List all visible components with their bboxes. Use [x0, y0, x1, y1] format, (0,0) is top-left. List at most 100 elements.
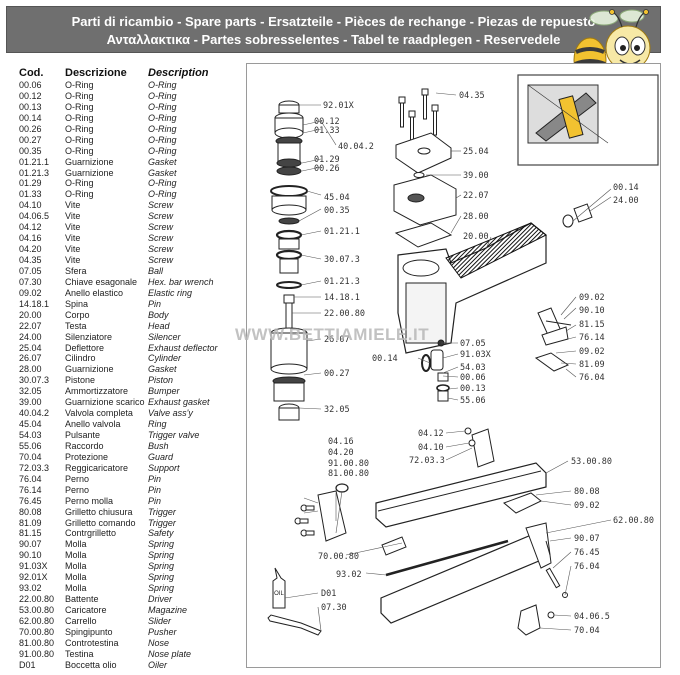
label-54-03: 54.03 [460, 363, 486, 373]
label-00-12: 00.12 [314, 117, 340, 127]
cell-en: O-Ring [148, 112, 177, 123]
cell-en: Piston [148, 375, 174, 386]
cell-en: Safety [148, 528, 174, 539]
cell-code: 76.45 [19, 495, 42, 506]
cell-en: Magazine [148, 605, 188, 615]
cell-en: Elastic ring [148, 287, 193, 298]
label-81-00-80: 81.00.80 [328, 469, 369, 479]
cell-en: Pin [148, 484, 162, 495]
cell-it: Vite [65, 244, 81, 255]
guard [517, 604, 555, 636]
cell-it: Molla [65, 550, 87, 561]
cell-code: 81.15 [19, 528, 42, 539]
label-00-14-a: 00.14 [613, 183, 639, 193]
cell-en: Oiler [148, 659, 168, 670]
cell-en: Spring [148, 539, 175, 550]
label-32-05: 32.05 [324, 405, 350, 415]
cell-it: Perno molla [65, 495, 114, 506]
cell-code: 55.06 [19, 440, 42, 451]
cell-code: 01.21.3 [19, 167, 50, 178]
label-93-02: 93.02 [336, 570, 362, 580]
cell-en: Screw [148, 211, 174, 222]
cell-code: 00.13 [19, 101, 42, 112]
cell-it: Grilletto chiusura [65, 506, 133, 517]
table-row: 76.45 Perno molla Pin [19, 496, 249, 507]
cell-it: Chiave esagonale [65, 276, 138, 287]
label-90-10: 90.10 [579, 306, 605, 316]
cell-en: Valve ass'y [148, 408, 193, 419]
cell-it: Perno [65, 473, 90, 484]
label-00-27: 00.27 [324, 369, 350, 379]
cell-en: Bumper [148, 386, 180, 397]
cell-en: Spring [148, 583, 175, 594]
cell-it: O-Ring [65, 145, 94, 156]
label-53-00-80: 53.00.80 [571, 457, 612, 467]
cell-en: O-Ring [148, 189, 177, 200]
cell-code: 04.06.5 [19, 211, 50, 222]
cell-code: 70.00.80 [19, 626, 55, 637]
label-14-18-1: 14.18.1 [324, 293, 360, 303]
cell-en: Pin [148, 298, 162, 309]
label-76-04-a: 76.04 [579, 373, 605, 383]
cell-en: O-Ring [148, 80, 177, 90]
cell-it: Protezione [65, 451, 109, 462]
cell-it: Contrgrilletto [65, 528, 117, 539]
cell-en: Slider [148, 615, 172, 626]
cell-en: Trigger [148, 517, 176, 528]
cell-code: 76.14 [19, 484, 42, 495]
cell-en: Pin [148, 495, 162, 506]
cell-it: Battente [65, 594, 99, 605]
cell-it: Reggicaricatore [65, 462, 129, 473]
cell-code: 45.04 [19, 419, 42, 430]
cell-code: 00.06 [19, 80, 42, 90]
cell-it: Molla [65, 572, 87, 583]
label-00-06: 00.06 [460, 373, 486, 383]
label-22-00-80: 22.00.80 [324, 309, 365, 319]
valve-stack [270, 100, 308, 421]
cell-code: 62.00.80 [19, 615, 55, 626]
watermark: WWW.BETTIAMIELE.IT [235, 325, 430, 344]
label-04-06-5: 04.06.5 [574, 612, 610, 622]
cell-en: O-Ring [148, 134, 177, 145]
label-00-13: 00.13 [460, 384, 486, 394]
cell-en: Spring [148, 572, 175, 583]
label-01-29: 01.29 [314, 155, 340, 165]
detail-inset [517, 74, 659, 166]
cell-it: Guarnizione [65, 167, 114, 178]
label-04-12: 04.12 [418, 429, 444, 439]
cell-code: 25.04 [19, 342, 42, 353]
label-76-45: 76.45 [574, 548, 600, 558]
cell-code: 81.00.80 [19, 637, 55, 648]
cell-en: O-Ring [148, 90, 177, 101]
column-header-description: Description [148, 67, 209, 79]
cell-it: Vite [65, 233, 81, 244]
label-04-35: 04.35 [459, 91, 485, 101]
label-04-10: 04.10 [418, 443, 444, 453]
cell-it: Controtestina [65, 637, 119, 648]
cell-it: Guarnizione [65, 364, 114, 375]
exploded-diagram: OIL [267, 74, 659, 636]
cell-code: 07.30 [19, 276, 42, 287]
cell-en: Spring [148, 550, 175, 561]
cell-code: 24.00 [19, 331, 42, 342]
label-76-04-b: 76.04 [574, 562, 600, 572]
